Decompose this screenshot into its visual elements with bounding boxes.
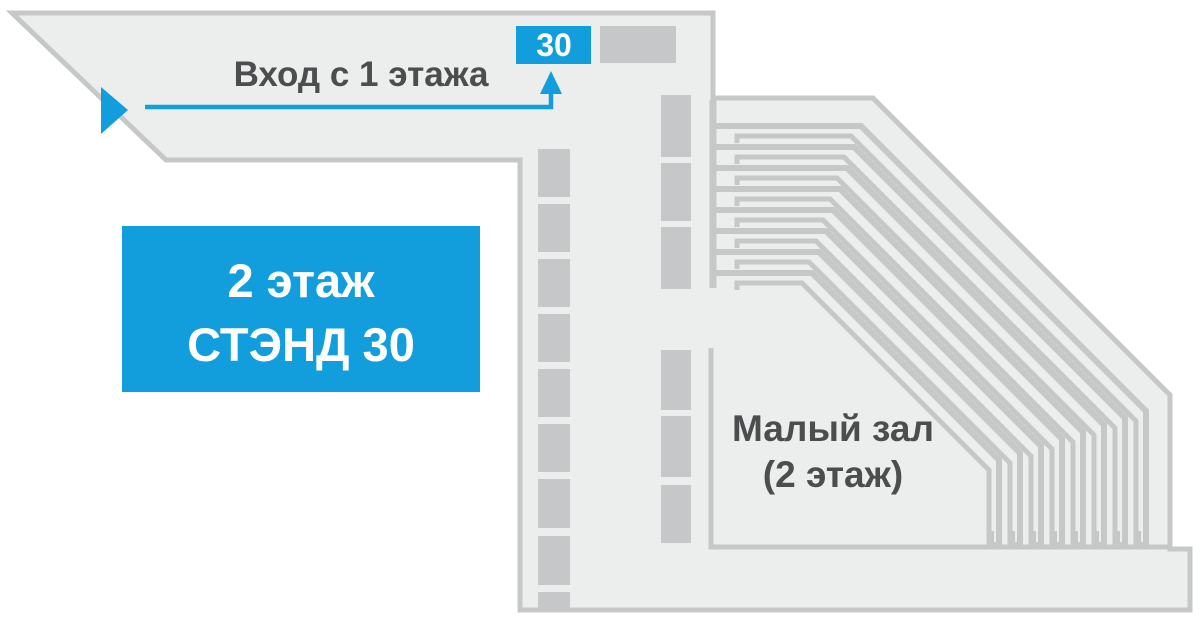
hall-label-line2: (2 этаж) bbox=[763, 454, 903, 495]
booth bbox=[661, 163, 691, 221]
stand-30-badge: 30 bbox=[516, 26, 591, 64]
seat-row bbox=[734, 217, 1055, 545]
booth-column-left bbox=[538, 149, 570, 610]
booth bbox=[661, 95, 691, 157]
seat-row bbox=[734, 280, 992, 545]
booth bbox=[538, 314, 570, 362]
stand-30-badge-label: 30 bbox=[536, 27, 572, 63]
seat-row bbox=[734, 238, 1034, 545]
hall-label: Малый зал (2 этаж) bbox=[732, 408, 934, 495]
booth bbox=[661, 350, 691, 410]
seat-row bbox=[734, 175, 1097, 545]
seat-row bbox=[734, 154, 1118, 545]
booth bbox=[538, 204, 570, 252]
entrance-marker-icon bbox=[101, 87, 128, 134]
booth bbox=[538, 536, 570, 585]
info-card-line1: 2 этаж bbox=[227, 254, 375, 307]
booth bbox=[661, 416, 691, 477]
booth bbox=[538, 369, 570, 417]
seat-row bbox=[734, 196, 1076, 545]
booth bbox=[538, 424, 570, 472]
booth bbox=[600, 26, 676, 63]
entrance-route-arrow-icon bbox=[145, 71, 562, 110]
info-card-line2: СТЭНД 30 bbox=[187, 318, 415, 371]
booth-column-right bbox=[600, 26, 691, 543]
booth bbox=[661, 485, 691, 543]
booth bbox=[538, 149, 570, 197]
hall-label-line1: Малый зал bbox=[732, 408, 934, 449]
entrance-label: Вход с 1 этажа bbox=[234, 55, 489, 94]
booth bbox=[538, 259, 570, 307]
booth bbox=[661, 227, 691, 289]
stand-info-card: 2 этаж СТЭНД 30 bbox=[122, 226, 480, 392]
seat-row bbox=[734, 133, 1139, 545]
booth bbox=[538, 592, 570, 610]
seating-rows bbox=[713, 123, 1149, 548]
seat-row bbox=[734, 259, 1013, 545]
booth bbox=[538, 479, 570, 528]
